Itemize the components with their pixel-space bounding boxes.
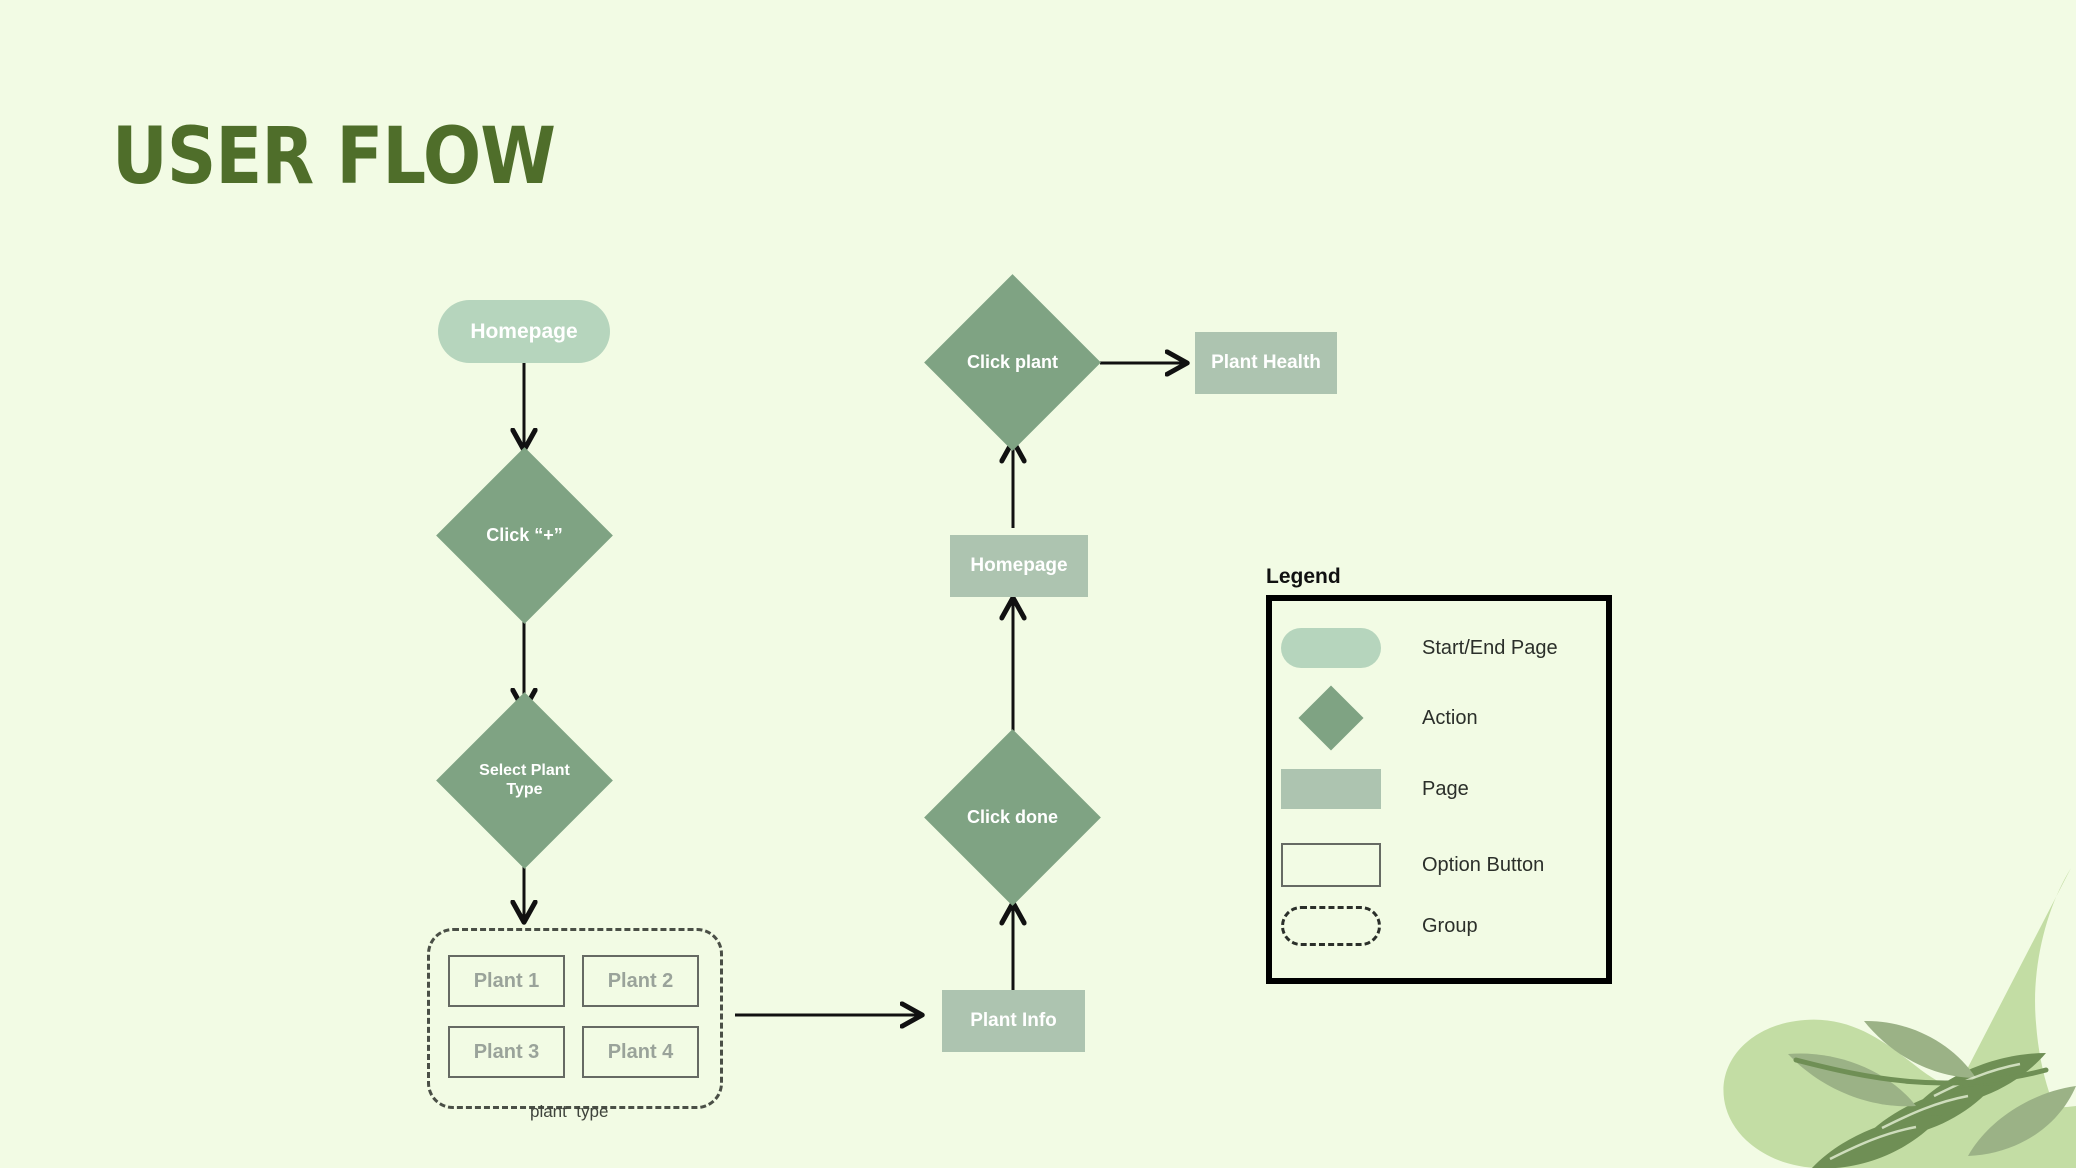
node-label: Click plant <box>966 352 1059 373</box>
node-label: Homepage <box>470 319 578 343</box>
node-label: Select Plant Type <box>462 718 587 843</box>
legend-item-action: Action <box>1281 685 1581 751</box>
option-button-plant-3[interactable]: Plant 3 <box>448 1026 565 1078</box>
node-plant-health[interactable]: Plant Health <box>1195 332 1337 394</box>
option-button-plant-4[interactable]: Plant 4 <box>582 1026 699 1078</box>
page-title: USER FLOW <box>112 112 556 202</box>
option-button-label: Plant 1 <box>473 969 540 992</box>
node-click-done[interactable]: Click done <box>924 729 1101 906</box>
legend-item-label: Option Button <box>1422 853 1545 876</box>
legend-swatch-pill-icon <box>1281 628 1381 668</box>
legend-item-page: Page <box>1281 768 1581 810</box>
node-click-plant[interactable]: Click plant <box>924 274 1101 451</box>
option-button-label: Plant 3 <box>473 1040 540 1063</box>
node-label: Plant Health <box>1211 352 1321 373</box>
node-homepage-start[interactable]: Homepage <box>438 300 610 363</box>
legend-title: Legend <box>1266 565 1341 588</box>
option-button-plant-1[interactable]: Plant 1 <box>448 955 565 1007</box>
legend-box <box>1266 595 1612 984</box>
node-label-line1: Select Plant <box>479 762 570 780</box>
legend-swatch-page-icon <box>1281 769 1381 809</box>
legend-item-label: Page <box>1422 777 1469 800</box>
option-button-label: Plant 2 <box>607 969 674 992</box>
node-label: Plant Info <box>970 1010 1057 1031</box>
legend-swatch-group-icon <box>1281 906 1381 946</box>
legend-swatch-option-button-icon <box>1281 843 1381 887</box>
option-button-plant-2[interactable]: Plant 2 <box>582 955 699 1007</box>
plant-type-group-caption: plant type <box>530 1102 609 1121</box>
legend-swatch-diamond-icon <box>1298 685 1364 751</box>
node-label-line2: Type <box>506 780 543 798</box>
node-label: Homepage <box>970 555 1068 576</box>
node-label: Click “+” <box>486 525 563 546</box>
node-select-plant-type[interactable]: Select Plant Type <box>436 692 613 869</box>
legend-item-label: Start/End Page <box>1422 636 1558 659</box>
legend-item-group: Group <box>1281 905 1581 947</box>
legend-item-label: Group <box>1422 914 1478 937</box>
legend-item-start-end-page: Start/End Page <box>1281 620 1581 676</box>
node-label: Click done <box>966 807 1059 828</box>
legend-item-label: Action <box>1422 706 1478 729</box>
legend-item-option-button: Option Button <box>1281 842 1581 888</box>
node-homepage-2[interactable]: Homepage <box>950 535 1088 597</box>
node-click-plus[interactable]: Click “+” <box>436 447 613 624</box>
botanical-decoration <box>1723 868 2076 1168</box>
plant-type-group <box>427 928 723 1109</box>
option-button-label: Plant 4 <box>607 1040 674 1063</box>
node-plant-info[interactable]: Plant Info <box>942 990 1085 1052</box>
